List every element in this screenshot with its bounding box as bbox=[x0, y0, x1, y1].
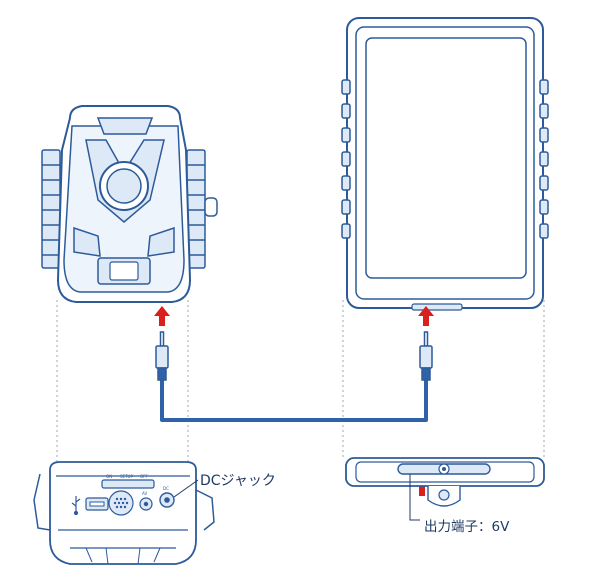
switch-label-setup: SETUP bbox=[120, 474, 133, 479]
output-terminal-label: 出力端子：6V bbox=[424, 519, 510, 535]
usb-port bbox=[85, 497, 109, 511]
switch-label-on: ON bbox=[106, 474, 112, 479]
switch-label-off: OFF bbox=[140, 474, 148, 479]
av-port-label: AV bbox=[142, 491, 147, 496]
camera-bottom-view bbox=[33, 461, 215, 565]
battery-side-clips-right bbox=[539, 79, 549, 239]
right-dc-plug bbox=[419, 331, 433, 381]
left-strap bbox=[41, 149, 61, 269]
battery-side-clips-left bbox=[341, 79, 351, 239]
trail-camera-front bbox=[41, 105, 218, 303]
battery-box-bottom-view bbox=[345, 457, 545, 521]
dc-cable bbox=[155, 331, 433, 422]
speaker-grille bbox=[108, 490, 134, 516]
left-dc-plug bbox=[155, 331, 169, 381]
dotted-guides bbox=[56, 300, 545, 462]
dc-port-label: DC bbox=[163, 486, 169, 491]
right-strap bbox=[186, 149, 218, 269]
external-battery-box bbox=[341, 17, 549, 311]
dc-jack-label: DCジャック bbox=[200, 473, 276, 489]
usb-icon bbox=[71, 496, 81, 516]
